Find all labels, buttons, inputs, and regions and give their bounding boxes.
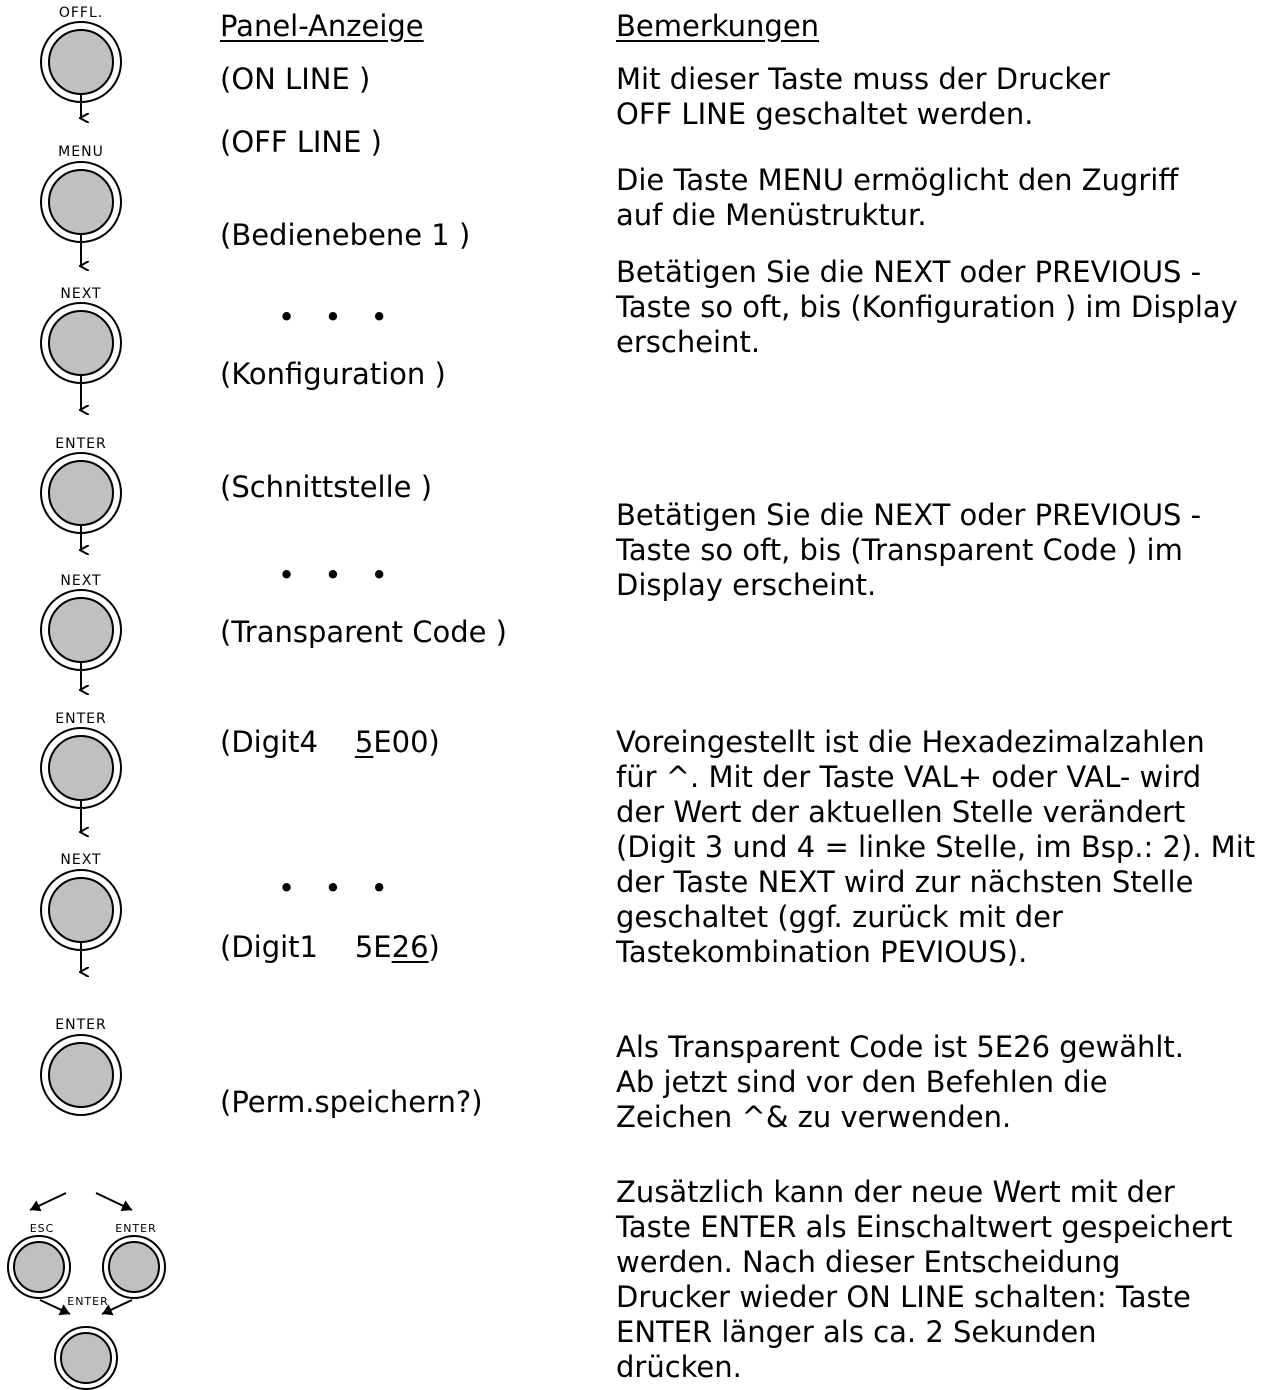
- panel-level: (Bedienebene 1 ): [220, 218, 471, 252]
- enter-key[interactable]: [54, 1326, 118, 1390]
- remark-save: Zusätzlich kann der neue Wert mit der Ta…: [616, 1175, 1233, 1384]
- panel-header: Panel-Anzeige: [220, 9, 424, 43]
- panel-offline: (OFF LINE ): [220, 125, 382, 159]
- ellipsis-icon: • • •: [278, 558, 398, 592]
- key-buttons-graphic: [7, 21, 166, 1390]
- offline-key[interactable]: [40, 21, 122, 103]
- remark-next-config: Betätigen Sie die NEXT oder PREVIOUS - T…: [616, 255, 1238, 359]
- key-label-enter: ENTER: [55, 436, 107, 452]
- panel-online: (ON LINE ): [220, 62, 371, 96]
- remarks-header: Bemerkungen: [616, 9, 820, 43]
- key-label-enter: ENTER: [55, 711, 107, 727]
- remark-offline: Mit dieser Taste muss der Drucker OFF LI…: [616, 62, 1110, 131]
- key-label-menu: MENU: [58, 144, 104, 160]
- key-label-offl: OFFL.: [58, 5, 104, 21]
- enter-key[interactable]: [102, 1235, 166, 1299]
- enter-key[interactable]: [40, 452, 122, 534]
- panel-config: (Konfiguration ): [220, 357, 446, 391]
- next-key[interactable]: [40, 302, 122, 384]
- panel-digit4: (Digit4 5E00): [220, 725, 440, 759]
- remark-result: Als Transparent Code ist 5E26 gewählt. A…: [616, 1030, 1185, 1134]
- esc-key[interactable]: [7, 1235, 71, 1299]
- menu-key[interactable]: [40, 161, 122, 243]
- panel-digit1: (Digit1 5E26): [220, 930, 440, 964]
- panel-save: (Perm.speichern?): [220, 1085, 483, 1119]
- key-label-enter: ENTER: [55, 1017, 107, 1033]
- next-key[interactable]: [40, 869, 122, 951]
- enter-key[interactable]: [40, 727, 122, 809]
- key-label-enter: ENTER: [115, 1222, 157, 1235]
- key-label-next: NEXT: [60, 852, 102, 868]
- panel-interface: (Schnittstelle ): [220, 470, 433, 504]
- remark-next-transparent: Betätigen Sie die NEXT oder PREVIOUS - T…: [616, 498, 1202, 602]
- enter-key[interactable]: [40, 1034, 122, 1116]
- panel-transparent: (Transparent Code ): [220, 615, 507, 649]
- key-label-enter: ENTER: [67, 1295, 109, 1308]
- next-key[interactable]: [40, 589, 122, 671]
- key-label-next: NEXT: [60, 286, 102, 302]
- ellipsis-icon: • • •: [278, 300, 398, 334]
- remark-digits: Voreingestellt ist die Hexadezimalzahlen…: [616, 725, 1256, 969]
- remark-menu: Die Taste MENU ermöglicht den Zugriff au…: [616, 163, 1179, 232]
- ellipsis-icon: • • •: [278, 871, 398, 905]
- key-label-esc: ESC: [29, 1222, 55, 1235]
- key-label-next: NEXT: [60, 573, 102, 589]
